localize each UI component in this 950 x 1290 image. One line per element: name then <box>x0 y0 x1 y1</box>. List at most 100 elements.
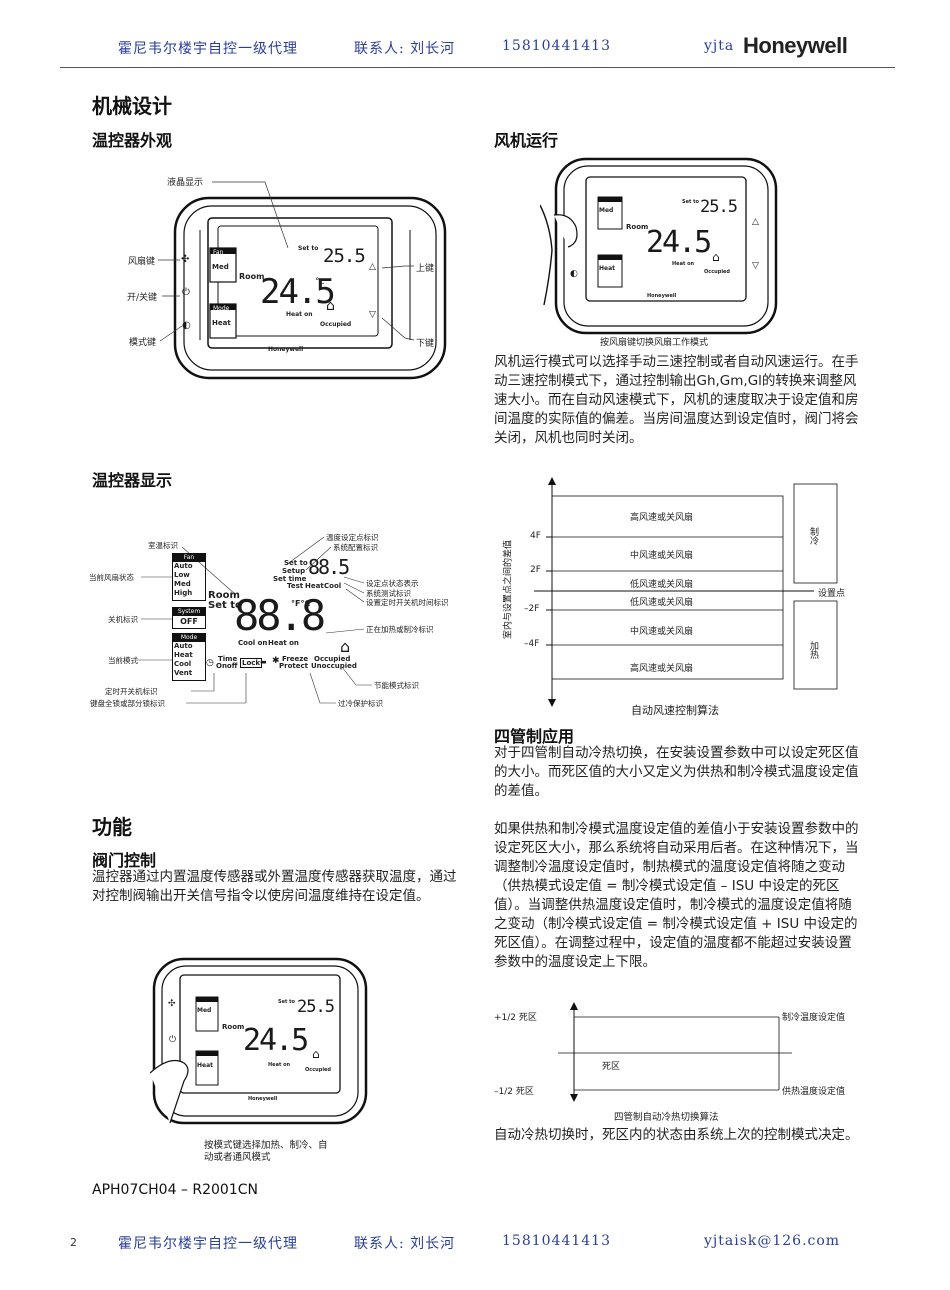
lcd-setto: Set to <box>208 600 242 611</box>
lcd-deg-unit: °c <box>315 277 325 287</box>
fan-speed-chart-svg <box>534 477 838 707</box>
mode-fan-key-icon[interactable]: ✣ <box>168 999 176 1009</box>
band-med-heat: 中风速或关风扇 <box>630 627 694 637</box>
subsection-display: 温控器显示 <box>92 471 173 490</box>
subsection-fourpipe: 四管制应用 <box>494 727 575 746</box>
lcd-set-to-small: Set to <box>284 559 308 567</box>
down-key-icon[interactable]: ▽ <box>369 310 376 320</box>
fan-high: High <box>174 589 193 597</box>
label-energy: 节能模式标识 <box>374 681 419 690</box>
mode-device-brand: Honeywell <box>248 1096 278 1102</box>
header-phone: 15810441413 <box>502 38 611 54</box>
deadband-chart: +1/2 死区 –1/2 死区 死区 制冷温度设定值 供热温度设定值 <box>494 1002 860 1107</box>
mode-vent: Vent <box>174 669 193 677</box>
tick-minus4f: –4F <box>524 639 540 649</box>
header-email: yjta <box>704 38 735 54</box>
up-key-icon[interactable]: △ <box>369 262 376 272</box>
lcd-setup: Setup <box>282 567 306 575</box>
lcd-heat-on: Heat on <box>286 311 313 318</box>
lcd-mode-tag: Mode <box>213 305 230 312</box>
label-systest: 系统测试标识 <box>366 589 411 598</box>
label-fan-state: 当前风扇状态 <box>89 573 134 582</box>
lcd-cool-word: Cool <box>324 582 342 590</box>
lcd-test: Test <box>287 582 304 590</box>
label-down-key: 下键 <box>416 339 435 349</box>
label-heatcool: 正在加热或制冷标识 <box>366 625 434 634</box>
fan-key-icon[interactable]: ✣ <box>181 254 190 265</box>
lcd-freeze: Freeze <box>282 655 309 663</box>
fan-up-key-icon[interactable]: △ <box>752 217 759 227</box>
fan-mode-key-icon[interactable]: ◐ <box>570 269 578 279</box>
section-title-mechanical: 机械设计 <box>92 94 172 118</box>
footer-email[interactable]: yjtaisk@126.com <box>704 1233 841 1249</box>
lcd-time: Time <box>218 655 238 663</box>
fan-home-icon: ⌂ <box>712 250 720 264</box>
header-contact: 联系人: 刘长河 <box>354 41 456 57</box>
band-low-cool: 低风速或关风扇 <box>630 580 694 590</box>
footer-company: 霍尼韦尔楼宇自控一级代理 <box>118 1236 298 1252</box>
mode-lcd-setto: Set to <box>278 999 295 1005</box>
mode-lcd-room: Room <box>222 1023 245 1031</box>
deadband-label: 死区 <box>602 1062 621 1072</box>
label-power-key: 开/关键 <box>127 293 158 303</box>
fan-lcd-med: Med <box>599 207 614 214</box>
mode-key-icon[interactable]: ◐ <box>182 320 191 331</box>
mode-key-figure: Med Room Set to 25.5 24.5 Heat Heat on ⌂… <box>149 955 370 1130</box>
home-icon: ⌂ <box>326 298 335 314</box>
snowflake-icon: ✱ <box>272 656 280 666</box>
cool-setpoint-label: 制冷温度设定值 <box>782 1013 846 1023</box>
band-high-cool: 高风速或关风扇 <box>630 513 694 523</box>
fan-paragraph: 风机运行模式可以选择手动三速控制或者自动风速运行。在手动三速控制模式下，通过控制… <box>494 354 859 446</box>
lcd-room: Room <box>208 590 240 601</box>
lcd-room-label: Room <box>239 272 265 281</box>
fan-lcd-heaton: Heat on <box>672 261 695 267</box>
mode-home-icon: ⌂ <box>312 1047 320 1061</box>
lcd-system-box: System OFF <box>172 607 206 629</box>
subsection-fan: 风机运行 <box>494 131 559 150</box>
fan-device-brand: Honeywell <box>647 293 677 299</box>
thermostat-drawing <box>173 196 447 380</box>
fourpipe-paragraph-2: 如果供热和制冷模式温度设定值的差值小于安装设置参数中的设定死区大小，那么系统将自… <box>494 821 859 970</box>
lock-key-icon: ▬ <box>260 658 267 666</box>
footer-phone: 15810441413 <box>502 1233 611 1249</box>
valve-paragraph: 温控器通过内置温度传感器或外置温度传感器获取温度，通过对控制阀输出开关信号指令以… <box>92 869 457 904</box>
lcd-cool-on: Cool on <box>238 639 268 647</box>
label-keylock: 键盘全锁或部分锁标识 <box>90 699 165 708</box>
lcd-mode-box: Mode Auto Heat Cool Vent <box>172 633 206 681</box>
plus-half-deadband: +1/2 死区 <box>494 1013 537 1023</box>
label-room-temp: 室温标识 <box>148 541 178 550</box>
lcd-system-header: System <box>173 608 205 616</box>
label-setpoint-state: 设定点状态表示 <box>366 579 419 588</box>
lcd-set-to: Set to <box>298 245 319 252</box>
heat-setpoint-label: 供热温度设定值 <box>782 1087 846 1097</box>
tick-4f: 4F <box>530 531 541 541</box>
mode-lcd-temp: 24.5 <box>243 1023 309 1058</box>
deadband-paragraph: 自动冷热切换时，死区内的状态由系统上次的控制模式决定。 <box>494 1127 859 1143</box>
subsection-valve: 阀门控制 <box>92 851 157 870</box>
fan-thermostat-drawing <box>539 157 778 335</box>
fan-key-figure: Med Room Set to 25.5 24.5 Heat Heat on ⌂… <box>539 155 780 350</box>
deadband-chart-title: 四管制自动冷热切换算法 <box>614 1112 719 1123</box>
fan-lcd-occupied: Occupied <box>704 269 731 275</box>
lcd-set-time: Set time <box>273 575 307 583</box>
label-overcool: 过冷保护标识 <box>338 699 383 708</box>
clock-icon: ◷ <box>206 658 214 668</box>
mode-lcd-setpoint: 25.5 <box>297 997 335 1017</box>
mode-lcd-occupied: Occupied <box>305 1067 332 1073</box>
band-med-cool: 中风速或关风扇 <box>630 551 694 561</box>
power-key-icon[interactable]: ⏻ <box>182 287 190 298</box>
tick-2f: 2F <box>530 565 541 575</box>
label-lcd: 液晶显示 <box>167 178 204 188</box>
label-mode-key: 模式键 <box>129 338 157 348</box>
band-low-heat: 低风速或关风扇 <box>630 598 694 608</box>
thermostat-hand-drawing <box>149 957 368 1125</box>
mode-caption-1: 按模式键选择加热、制冷、自 <box>204 1140 328 1151</box>
header-company: 霍尼韦尔楼宇自控一级代理 <box>118 41 298 57</box>
lcd-big-digits: 88.8 <box>234 591 326 640</box>
fan-down-key-icon[interactable]: ▽ <box>752 261 759 271</box>
fan-med: Med <box>174 580 191 588</box>
mode-power-key-icon[interactable]: ⏻ <box>169 1035 177 1045</box>
fan-speed-chart: 室内与设置点之间的差值 4F 2F –2F –4F 高风速或关风扇 中风速或关风… <box>494 473 860 718</box>
device-brand: Honeywell <box>268 346 304 353</box>
section-title-function: 功能 <box>92 815 132 839</box>
